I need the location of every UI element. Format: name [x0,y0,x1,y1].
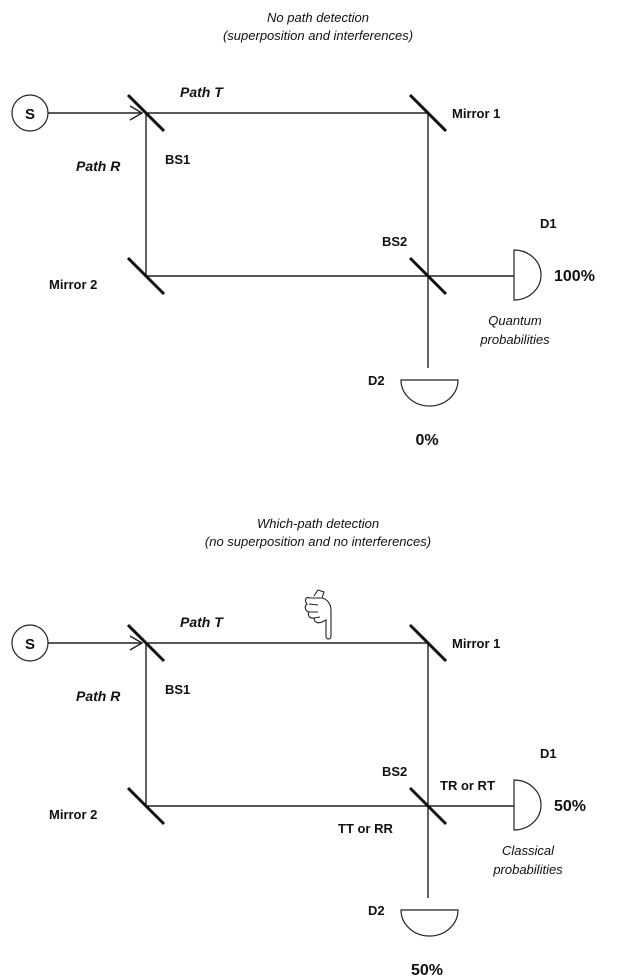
top-d1-probability: 100% [554,268,595,285]
top-title-line1: No path detection [267,10,369,25]
pointing-hand-icon [304,589,332,640]
bottom-d1-detector [513,779,542,831]
bottom-note-line1: Classical [502,843,555,858]
top-d2-label: D2 [368,373,385,388]
bottom-d1-label: D1 [540,746,557,761]
bottom-title-line2: (no superposition and no interferences) [205,534,431,549]
bottom-mirror1-icon [408,623,448,663]
top-bs1-icon [126,93,166,133]
top-d1-label: D1 [540,216,557,231]
bottom-title-line1: Which-path detection [257,516,379,531]
bottom-mirror2-icon [126,786,166,826]
top-mirror2-icon [126,256,166,296]
bottom-bs1-label: BS1 [165,682,190,697]
bottom-d2-label: D2 [368,903,385,918]
top-bs1-label: BS1 [165,152,190,167]
bottom-source-label: S [25,636,35,653]
top-bs2-icon [408,256,448,296]
top-note-line1: Quantum [488,313,542,328]
bottom-diagram: Which-path detection (no superposition a… [11,516,586,979]
bottom-arrowhead [129,635,144,651]
bottom-d1-paths-label: TR or RT [440,778,495,793]
bottom-bs2-label: BS2 [382,764,407,779]
bottom-mirror1-label: Mirror 1 [452,636,500,651]
bottom-note-line2: probabilities [492,862,563,877]
bottom-d2-paths-label: TT or RR [338,821,393,836]
top-note-line2: probabilities [479,332,550,347]
top-mirror2-label: Mirror 2 [49,277,97,292]
top-path-r-label: Path R [76,158,121,174]
top-arrowhead [129,105,144,121]
bottom-bs2-icon [408,786,448,826]
bottom-d1-probability: 50% [554,798,586,815]
bottom-d2-probability: 50% [411,962,443,979]
top-mirror1-icon [408,93,448,133]
top-source-label: S [25,106,35,123]
bottom-path-t-label: Path T [180,614,224,630]
top-d2-detector [400,379,459,407]
bottom-bs1-icon [126,623,166,663]
top-diagram: No path detection (superposition and int… [11,10,595,449]
top-title-line2: (superposition and interferences) [223,28,413,43]
top-path-t-label: Path T [180,84,224,100]
bottom-d2-detector [400,909,459,937]
top-d1-detector [513,249,542,301]
top-mirror1-label: Mirror 1 [452,106,500,121]
bottom-path-r-label: Path R [76,688,121,704]
top-bs2-label: BS2 [382,234,407,249]
top-d2-probability: 0% [415,432,438,449]
bottom-mirror2-label: Mirror 2 [49,807,97,822]
